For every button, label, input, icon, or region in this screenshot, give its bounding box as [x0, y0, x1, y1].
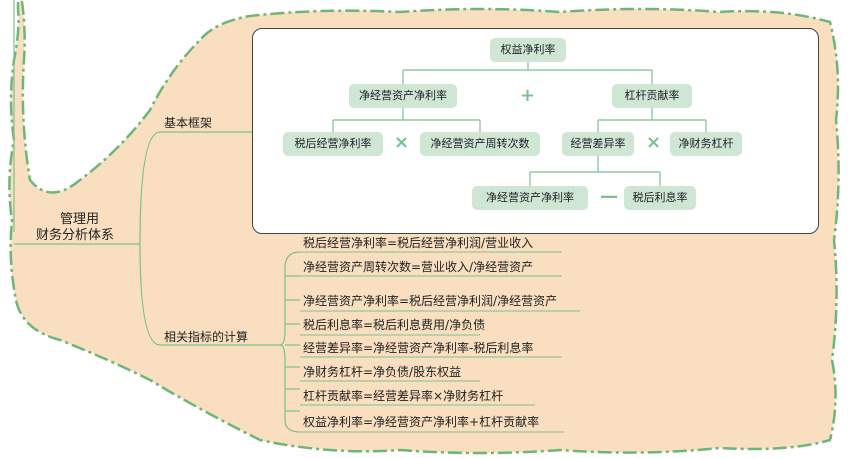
formula-6: 净财务杠杆=净负债/股东权益: [303, 365, 462, 379]
formula-5: 经营差异率=净经营资产净利率-税后利息率: [303, 341, 534, 355]
node-net-leverage: 净财务杠杆: [670, 132, 742, 156]
formula-2: 净经营资产周转次数=营业收入/净经营资产: [303, 260, 534, 274]
root-label-line2: 财务分析体系: [36, 228, 115, 243]
node-roe: 权益净利率: [490, 38, 566, 62]
branch-framework-line: [139, 131, 230, 245]
formula-3: 净经营资产净利率=税后经营净利润/净经营资产: [303, 294, 558, 308]
branch-framework-label: 基本框架: [164, 116, 213, 130]
node-spread: 经营差异率: [562, 132, 634, 156]
formula-1: 税后经营净利率=税后经营净利润/营业收入: [303, 236, 534, 250]
formula-4: 税后利息率=税后利息费用/净负债: [303, 318, 486, 332]
branch-indicators-label: 相关指标的计算: [164, 330, 249, 344]
times-operator-1: ×: [394, 132, 410, 153]
formula-8: 权益净利率=净经营资产净利率+杠杆贡献率: [303, 415, 540, 429]
node-turnover: 净经营资产周转次数: [420, 132, 540, 156]
formula-7: 杠杆贡献率=经营差异率×净财务杠杆: [303, 389, 504, 403]
plus-operator: +: [520, 85, 536, 106]
node-rnoa-2: 净经营资产净利率: [472, 186, 588, 210]
node-leverage-contribution: 杠杆贡献率: [612, 84, 692, 108]
node-rnoa: 净经营资产净利率: [349, 84, 457, 108]
branch-indicators-line: [139, 243, 280, 346]
root-label-line1: 管理用: [60, 212, 100, 227]
node-after-tax-interest: 税后利息率: [624, 186, 696, 210]
minus-operator: —: [600, 186, 618, 207]
node-after-tax-margin: 税后经营净利率: [283, 132, 383, 156]
times-operator-2: ×: [646, 132, 662, 153]
bracket-upper: [279, 251, 301, 346]
bracket-lower: [279, 344, 301, 433]
